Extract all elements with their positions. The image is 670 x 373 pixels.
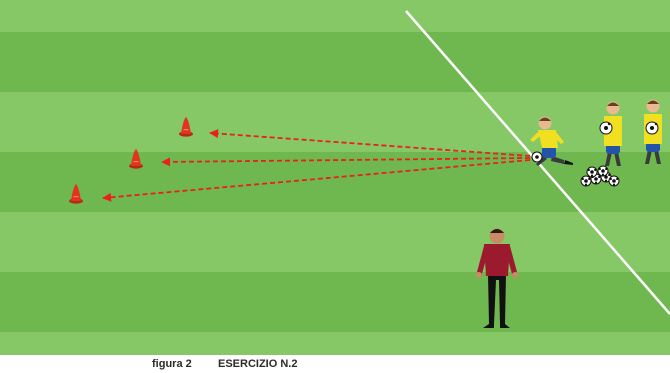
exercise-label: ESERCIZIO N.2 [218, 358, 297, 370]
ball-icon [598, 166, 608, 176]
ball-icon [609, 176, 619, 186]
figure-label: figura 2 [152, 358, 192, 370]
caption: figura 2 ESERCIZIO N.2 [0, 355, 670, 373]
ball-icon [581, 176, 591, 186]
pitch [0, 0, 670, 355]
ball-icon [587, 167, 597, 177]
